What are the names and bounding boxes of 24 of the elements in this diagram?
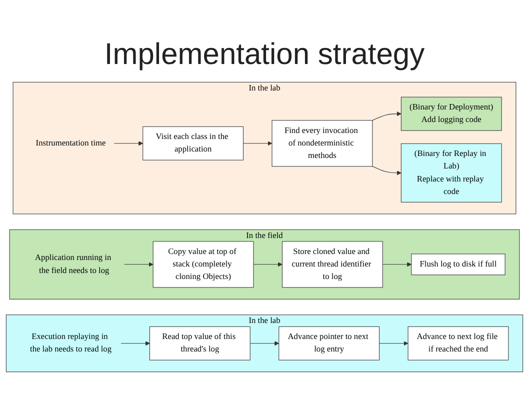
node-box: Copy value at top of stack (completely cloning Objects): [152, 241, 254, 288]
arrow: [253, 262, 282, 267]
node-text: Execution replaying in the lab needs to read log: [30, 332, 112, 354]
arrow: [124, 262, 154, 267]
node-box: Read top value of this thread's log: [149, 326, 250, 360]
arrow: [372, 166, 402, 176]
arrow: [243, 141, 272, 146]
node-text: Instrumentation time: [36, 138, 106, 148]
slide-title: Implementation strategy: [103, 38, 426, 72]
node-box: (Binary for Deployment) Add logging code: [400, 96, 502, 131]
arrow: [382, 262, 412, 267]
node-box: Advance to next log file if reached the end: [408, 326, 509, 360]
node-box: Visit each class in the application: [142, 126, 244, 160]
arrow: [372, 112, 402, 121]
node-box: Find every invocation of nondeterministic methods: [272, 120, 373, 167]
arrow: [379, 341, 408, 346]
arrow: [114, 141, 144, 146]
arrow: [250, 341, 280, 346]
node-box: Store cloned value and current thread identifier to log: [282, 241, 383, 288]
node-box: Advance pointer to next log entry: [278, 326, 380, 360]
node-box: (Binary for Replay in Lab) Replace with replay code: [400, 143, 502, 202]
node-box: Flush log to disk if full: [411, 254, 506, 276]
node-text: Application running in the field needs to log: [34, 253, 112, 275]
arrow: [120, 341, 150, 346]
